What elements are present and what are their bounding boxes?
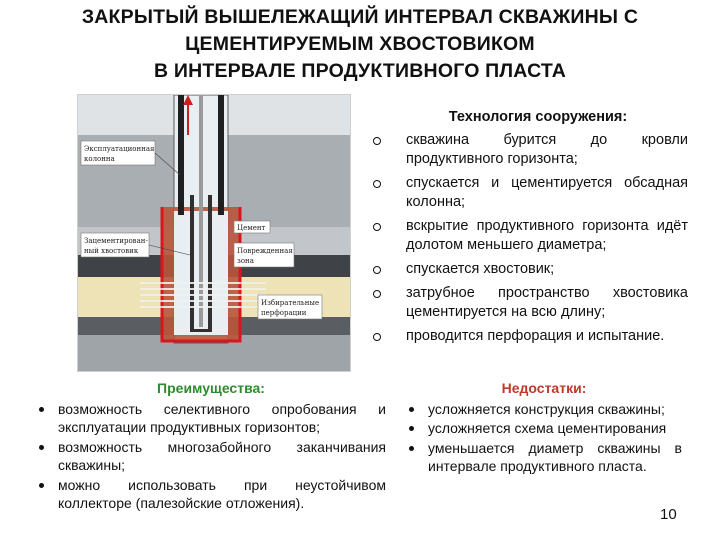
- production-casing: [178, 95, 184, 215]
- svg-text:Зацементирован-: Зацементирован-: [84, 237, 148, 245]
- disadvantage-item: усложняется схема цементирования: [406, 419, 682, 438]
- svg-text:зона: зона: [237, 257, 254, 265]
- advantages-section: Преимущества: возможность селективного о…: [36, 379, 386, 514]
- slide-title: ЗАКРЫТЫЙ ВЫШЕЛЕЖАЩИЙ ИНТЕРВАЛ СКВАЖИНЫ С…: [0, 4, 720, 85]
- technology-item: проводится перфорация и испытание.: [368, 327, 688, 346]
- advantage-item: возможность селективного опробования и э…: [36, 400, 386, 437]
- damaged-zone-outline: [160, 207, 242, 343]
- title-line-3: В ИНТЕРВАЛЕ ПРОДУКТИВНОГО ПЛАСТА: [153, 60, 567, 82]
- production-casing-right: [218, 95, 224, 215]
- svg-text:Цемент: Цемент: [237, 224, 266, 232]
- svg-text:колонна: колонна: [84, 155, 115, 163]
- technology-item: спускается и цементируется обсадная коло…: [368, 174, 688, 212]
- advantages-list: возможность селективного опробования и э…: [36, 400, 386, 513]
- label-casing: Эксплуатационная колонна: [80, 140, 181, 176]
- label-perforation: Избирательные перфорации: [257, 294, 323, 320]
- advantage-item: возможность многозабойного заканчивания …: [36, 438, 386, 475]
- perforations: [140, 282, 266, 308]
- label-damaged-zone: Поврежденная зона: [233, 242, 295, 268]
- liner-right: [208, 195, 212, 331]
- label-cement: Цемент: [233, 220, 271, 234]
- label-liner: Зацементирован- ный хвостовик: [80, 232, 191, 258]
- svg-text:Поврежденная: Поврежденная: [237, 247, 293, 255]
- svg-text:Эксплуатационная: Эксплуатационная: [84, 145, 155, 153]
- technology-item: спускается хвостовик;: [368, 260, 688, 279]
- title-line-2: ЦЕМЕНТИРУЕМЫМ ХВОСТОВИКОМ: [185, 33, 535, 55]
- flow-arrow-head: [183, 95, 193, 105]
- technology-item: затрубное пространство хвостовика цемент…: [368, 284, 688, 322]
- svg-text:ный хвостовик: ный хвостовик: [84, 247, 139, 255]
- disadvantages-heading: Недостатки:: [501, 380, 587, 396]
- advantages-heading: Преимущества:: [157, 380, 265, 396]
- disadvantage-item: уменьшается диаметр скважины в интервале…: [406, 439, 682, 476]
- disadvantages-section: Недостатки: усложняется конструкция сква…: [406, 379, 682, 477]
- svg-text:перфорации: перфорации: [261, 309, 307, 317]
- disadvantages-list: усложняется конструкция скважины; усложн…: [406, 400, 682, 476]
- technology-item: скважина бурится до кровли продуктивного…: [368, 131, 688, 169]
- liner-left: [190, 195, 194, 331]
- technology-section: Технология сооружения: скважина бурится …: [368, 108, 688, 351]
- page-number: 10: [660, 506, 677, 523]
- technology-list: скважина бурится до кровли продуктивного…: [368, 131, 688, 346]
- advantage-item: можно использовать при неустойчивом колл…: [36, 476, 386, 513]
- disadvantage-item: усложняется конструкция скважины;: [406, 400, 682, 419]
- svg-text:Избирательные: Избирательные: [261, 299, 319, 307]
- technology-item: вскрытие продуктивного горизонта идёт до…: [368, 217, 688, 255]
- liner-bottom: [190, 329, 212, 332]
- technology-heading: Технология сооружения:: [448, 109, 628, 125]
- well-diagram: Эксплуатационная колонна Зацементирован-…: [77, 94, 351, 372]
- title-line-1: ЗАКРЫТЫЙ ВЫШЕЛЕЖАЩИЙ ИНТЕРВАЛ СКВАЖИНЫ С: [81, 6, 639, 28]
- tubing: [199, 95, 203, 327]
